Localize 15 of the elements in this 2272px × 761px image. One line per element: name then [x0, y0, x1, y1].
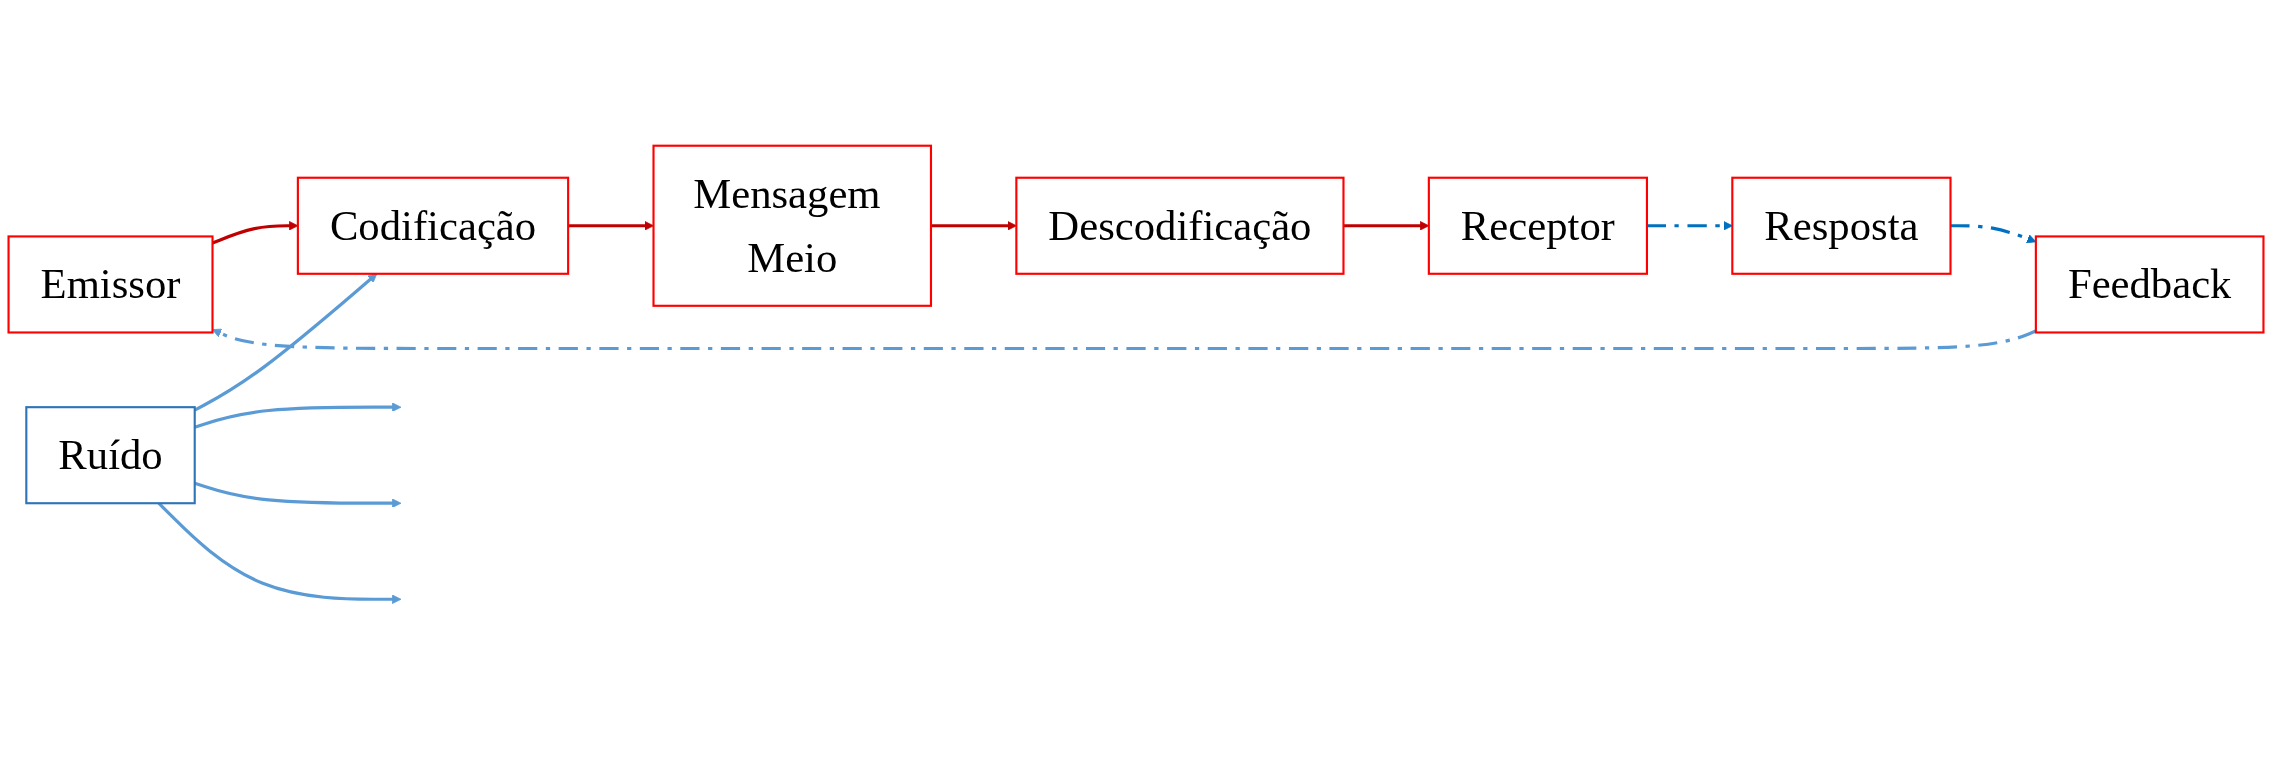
node-box: Mensagem Meio [652, 144, 933, 307]
node-box: Feedback [2034, 235, 2265, 334]
node-box: Codificação [296, 176, 570, 275]
node-box: Descodificação [1015, 176, 1345, 275]
arrow [568, 221, 654, 231]
arrow [194, 402, 402, 429]
node-box: Ruído [25, 406, 196, 505]
arrow [212, 328, 2037, 351]
arrow [931, 221, 1017, 231]
arrow [194, 481, 402, 508]
node-box: Emissor [7, 235, 214, 334]
node-box: Receptor [1427, 176, 1648, 275]
arrow [193, 273, 378, 412]
node-box: Resposta [1731, 176, 1952, 275]
arrow [1646, 221, 1733, 231]
